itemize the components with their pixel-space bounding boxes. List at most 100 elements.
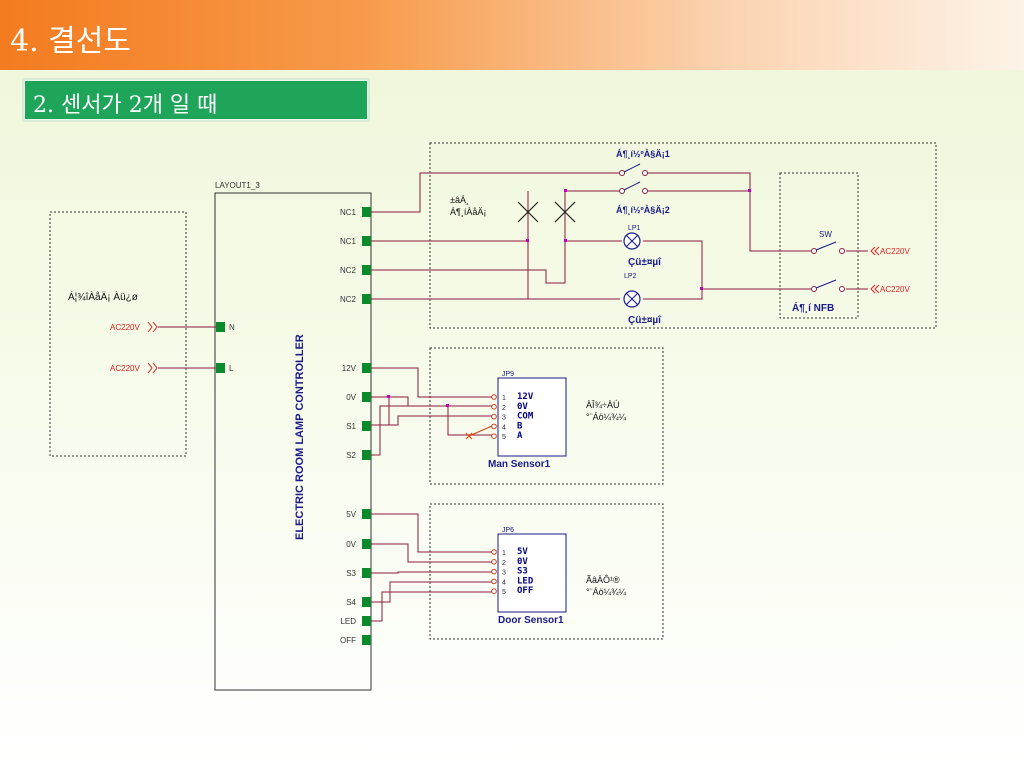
- switch2-label: Á¶¸í½ºÀ§Ä¡2: [616, 205, 670, 215]
- controller-pin-label-s1: S1: [346, 422, 356, 431]
- controller-vertical-title: ELECTRIC ROOM LAMP CONTROLLER: [294, 334, 306, 540]
- door-pin-terminal-1: [491, 549, 497, 555]
- source-label-n: AC220V: [110, 323, 140, 332]
- ac-out-arrow-2: [870, 284, 880, 294]
- controller-pin-pad-nc1: [362, 236, 371, 246]
- subtitle-text: 2. 센서가 2개 일 때: [33, 93, 218, 118]
- controller-pin-pad-s2: [362, 450, 371, 460]
- relay-label-1: ±âÁ¸: [450, 195, 469, 205]
- lamp-block-box: [429, 142, 937, 329]
- controller-pin-pad-nc2: [362, 294, 371, 304]
- source-label-l: AC220V: [110, 364, 140, 373]
- controller-pin-label-nc1: NC1: [340, 208, 357, 217]
- nfb-block-box: [779, 172, 859, 319]
- man-pin-name-3: COM: [517, 412, 534, 422]
- door-pin-terminal-4: [491, 578, 497, 585]
- controller-pin-label-led: LED: [340, 617, 356, 626]
- controller-pin-label-nc1: NC1: [340, 237, 357, 246]
- man-pin-number-2: 2: [502, 405, 506, 412]
- controller-pin-label-n: N: [229, 323, 235, 332]
- man-side-label-1: ÀÎ¾÷ÀÚ: [586, 400, 619, 410]
- door-pin-number-4: 4: [502, 579, 506, 586]
- power-block-box: [49, 211, 187, 457]
- controller-pin-label-12v: 12V: [342, 364, 357, 373]
- door-sensor-wiring: [371, 513, 492, 622]
- man-pin-number-3: 3: [502, 415, 506, 422]
- door-pin-number-5: 5: [502, 589, 506, 596]
- controller-pin-pad-s3: [362, 568, 371, 578]
- man-pin-name-2: 0V: [517, 402, 528, 412]
- controller-pin-label-nc2: NC2: [340, 295, 357, 304]
- door-pin-name-3: S3: [517, 567, 528, 577]
- controller-pin-pad-12v: [362, 363, 371, 373]
- slide-title: 4. 결선도: [10, 24, 131, 59]
- door-pin-name-2: 0V: [517, 557, 528, 567]
- relay-crosses: [517, 201, 576, 223]
- controller-pin-pad-led: [362, 616, 371, 626]
- man-unused-pin-mark: [465, 425, 493, 440]
- controller-pin-pad-n: [216, 322, 225, 332]
- door-pin-number-2: 2: [502, 560, 506, 567]
- man-pin-number-1: 1: [502, 395, 506, 402]
- nfb-label: Á¶¸í NFB: [792, 301, 834, 314]
- door-pin-number-1: 1: [502, 550, 506, 557]
- man-junction-dots: [387, 395, 449, 407]
- man-pin-terminal-5: [491, 433, 497, 440]
- source-arrow-l: [147, 362, 158, 374]
- door-pin-terminal-3: [491, 568, 497, 575]
- man-sensor-name: Man Sensor1: [488, 459, 551, 470]
- controller-pin-pad-0v: [362, 392, 371, 402]
- man-connector-label: JP9: [502, 371, 514, 378]
- header-bar: 4. 결선도: [0, 0, 1024, 70]
- man-pin-number-5: 5: [502, 434, 506, 441]
- lamp-1-icon: [623, 232, 641, 250]
- lamp2-label: Çü±¤µî: [628, 315, 662, 326]
- controller-pin-label-5v: 5V: [346, 510, 356, 519]
- controller-pin-pad-off: [362, 635, 371, 645]
- door-side-label-2: °¨Áö¼¾¼­: [586, 587, 627, 597]
- lamp1-label: Çü±¤µî: [628, 257, 662, 268]
- door-pin-name-4: LED: [517, 576, 534, 586]
- source-arrow-n: [147, 321, 158, 333]
- controller-pin-label-s2: S2: [346, 451, 356, 460]
- man-sensor-ic: [497, 377, 567, 457]
- lamp-2-icon: [623, 290, 641, 308]
- ac-out-label-1: AC220V: [880, 247, 910, 256]
- controller-pin-label-off: OFF: [340, 636, 356, 645]
- controller-pin-pad-nc2: [362, 265, 371, 275]
- switch1-label: Á¶¸í½ºÀ§Ä¡1: [616, 149, 670, 159]
- door-sensor-ic: [497, 533, 567, 613]
- man-pin-number-4: 4: [502, 424, 506, 431]
- controller-pin-pad-nc1: [362, 207, 371, 217]
- ac-out-arrow-1: [870, 246, 880, 256]
- subtitle-box: 2. 센서가 2개 일 때: [24, 80, 368, 120]
- sw-switch: [811, 241, 845, 254]
- relay-label-2: Á¶¸íÀåÄ¡: [450, 207, 486, 217]
- lp1-label: LP1: [628, 225, 641, 232]
- man-pin-terminal-4: [491, 423, 497, 430]
- junction-dots: [526, 189, 751, 290]
- switch-1: [619, 163, 648, 176]
- controller-layout-label: LAYOUT1_3: [215, 181, 260, 190]
- man-side-label-2: °¨Áö¼¾¼­: [586, 412, 627, 422]
- door-pin-terminal-2: [491, 559, 497, 565]
- controller-pin-label-0v: 0V: [346, 540, 356, 549]
- controller-left-pins: NL: [216, 322, 235, 373]
- controller-pin-pad-5v: [362, 509, 371, 519]
- power-block-label: Á¦¾îÀåÄ¡ Àü¿ø: [68, 290, 138, 303]
- ac-out-label-2: AC220V: [880, 285, 910, 294]
- controller-pin-pad-s4: [362, 597, 371, 607]
- door-pin-terminal-5: [491, 588, 497, 595]
- man-pin-terminal-1: [491, 394, 497, 400]
- door-side-label-1: ÃâÀÔ¹®: [586, 575, 620, 585]
- door-pin-name-5: OFF: [517, 586, 533, 596]
- door-pin-number-3: 3: [502, 570, 506, 577]
- switch-2: [619, 181, 648, 194]
- controller-pin-label-s4: S4: [346, 598, 356, 607]
- man-pin-terminal-2: [491, 404, 497, 410]
- controller-pin-label-s3: S3: [346, 569, 356, 578]
- nfb-switch: [811, 279, 845, 292]
